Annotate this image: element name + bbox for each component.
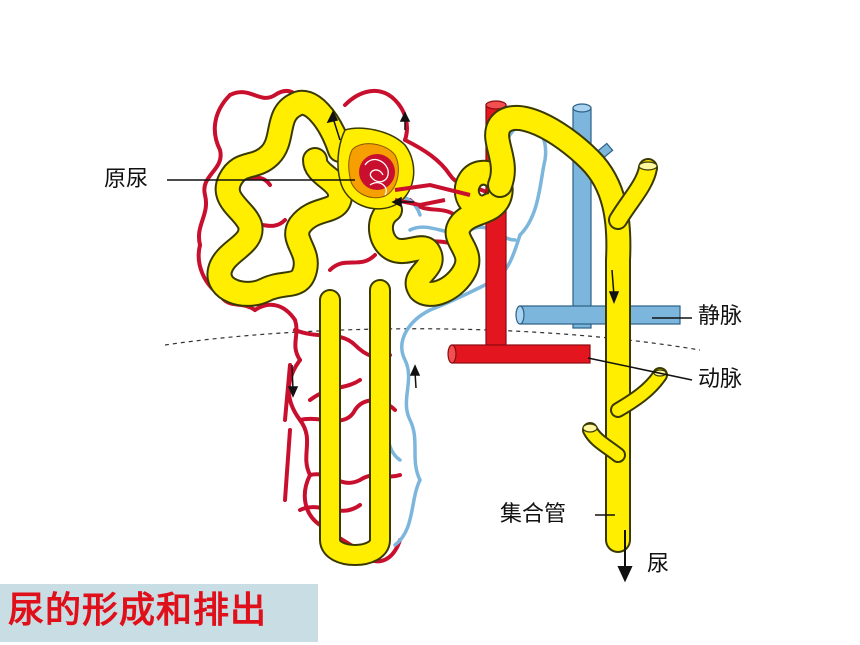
- artery-label: 动脉: [698, 367, 743, 392]
- urine-label: 尿: [647, 552, 670, 577]
- glomerulus: [337, 127, 471, 210]
- vein-label: 静脉: [698, 304, 743, 329]
- flow-arrows: [287, 110, 620, 398]
- title-banner: 尿的形成和排出: [0, 584, 318, 642]
- primary-urine-label: 原尿: [104, 167, 149, 192]
- page-title: 尿的形成和排出: [8, 590, 268, 631]
- collecting-duct-label: 集合管: [500, 502, 567, 527]
- urine-arrow: [617, 530, 633, 583]
- leader-lines: [167, 179, 693, 516]
